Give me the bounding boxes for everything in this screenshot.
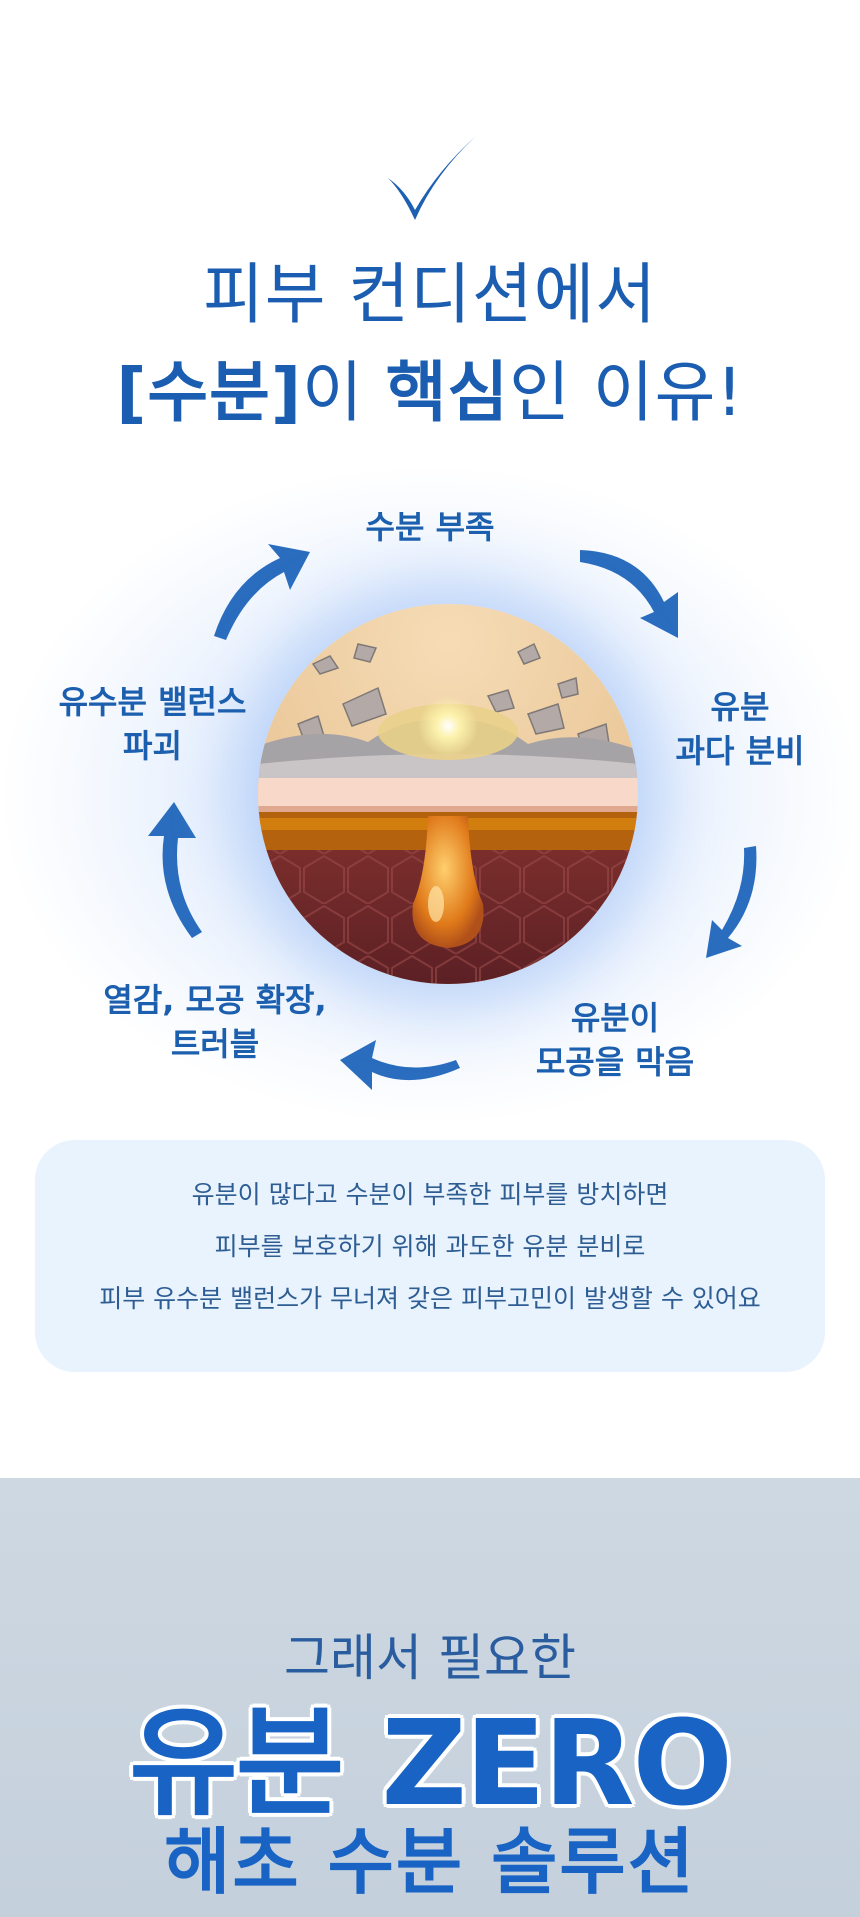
cycle-step-1-text: 수분 부족 [365,508,495,546]
info-box: 유분이 많다고 수분이 부족한 피부를 방치하면 피부를 보호하기 위해 과도한… [35,1140,825,1372]
solution-subheadline: 해초 수분 솔루션 [164,1820,696,1904]
cycle-step-5-line2: 파괴 [123,727,182,765]
cycle-step-heat-trouble: 열감, 모공 확장, 트러블 [80,978,350,1066]
arrow-icon-4 [340,1040,460,1090]
cycle-step-4-line1: 열감, 모공 확장, [103,981,327,1019]
cycle-step-3-line2: 모공을 막음 [535,1043,695,1081]
title-keyword-water: [수분] [116,354,302,431]
title-text-end: 인 이유! [509,354,744,431]
cycle-step-2-line1: 유분 [710,688,770,726]
cycle-step-water-shortage: 수분 부족 [340,505,520,549]
checkmark-icon [388,136,476,220]
cycle-step-oil-overproduction: 유분 과다 분비 [640,685,840,773]
skin-cycle-section: 피부 컨디션에서 [수분]이 핵심인 이유! [0,136,860,1372]
arrow-icon-5 [148,802,202,938]
skin-cross-section-image [258,604,638,984]
arrow-icon-1 [214,544,310,640]
cycle-step-pore-clog: 유분이 모공을 막음 [505,996,725,1084]
info-line-1: 유분이 많다고 수분이 부족한 피부를 방치하면 [191,1180,669,1209]
info-line-2: 피부를 보호하기 위해 과도한 유분 분비로 [214,1232,646,1261]
cycle-arrows [148,544,757,1090]
title-keyword-core: 핵심 [385,354,510,431]
title-line-1: 피부 컨디션에서 [202,256,658,333]
cycle-step-3-line1: 유분이 [570,999,660,1037]
title-line-2: [수분]이 핵심인 이유! [0,353,860,433]
cycle-step-4-line2: 트러블 [170,1025,260,1063]
cycle-step-5-line1: 유수분 밸런스 [58,683,247,721]
info-line-3: 피부 유수분 밸런스가 무너져 갖은 피부고민이 발생할 수 있어요 [99,1284,761,1313]
solution-intro: 그래서 필요한 [284,1629,576,1687]
arrow-icon-2 [580,550,678,638]
solution-headline: 유분 ZERO [129,1694,733,1832]
solution-section: 그래서 필요한 유분 ZERO 해초 수분 솔루션 [0,1478,860,1917]
cycle-step-2-line2: 과다 분비 [675,732,805,770]
arrow-icon-3 [706,846,757,958]
cycle-step-balance-broken: 유수분 밸런스 파괴 [30,680,275,768]
title-text: 이 [302,354,386,431]
